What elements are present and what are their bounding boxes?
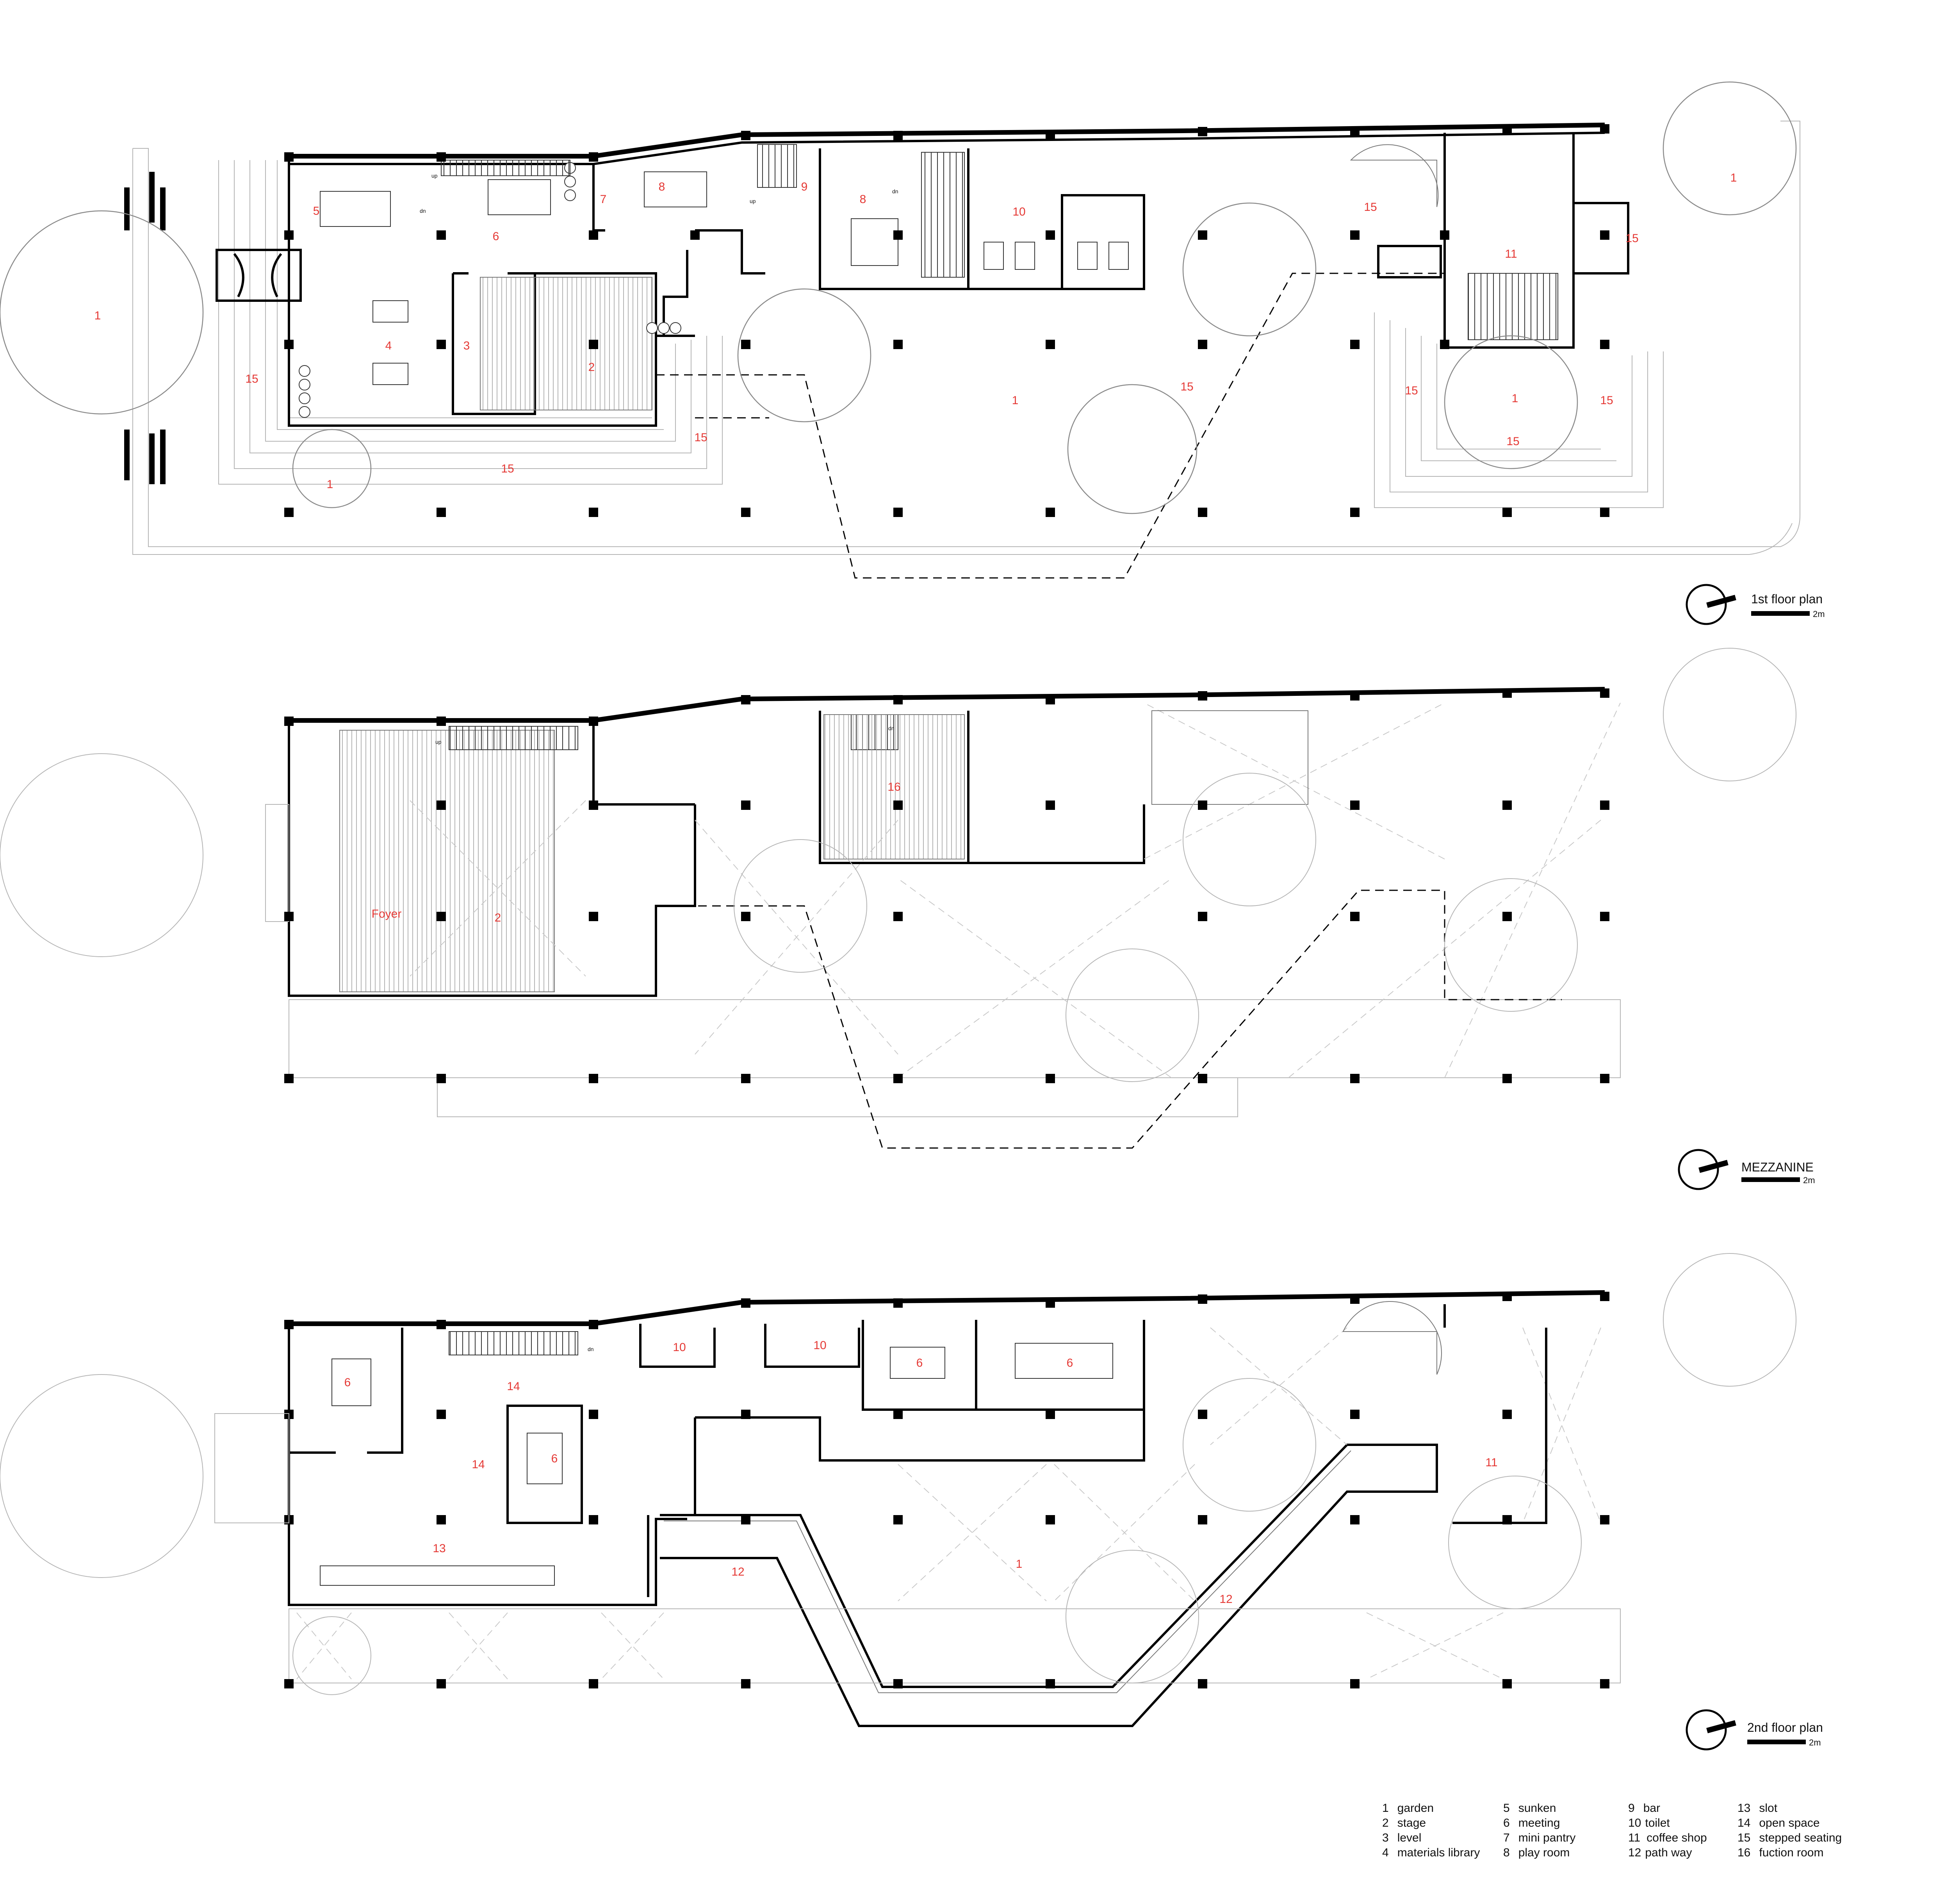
room-label-coffee-shop: 11	[1485, 1456, 1497, 1469]
room-label-path-way: 12	[731, 1565, 744, 1578]
room-label-garden: 1	[1016, 1558, 1023, 1571]
room-label-stage: 2	[495, 911, 501, 924]
room-label-bar: 9	[801, 180, 808, 193]
room-label-path-way: 12	[1219, 1593, 1232, 1606]
room-label-stepped-seating: 15	[501, 462, 514, 475]
room-label-meeting: 6	[551, 1452, 558, 1465]
room-label-garden: 1	[1512, 392, 1518, 405]
stair-down-mark: dn	[420, 208, 426, 214]
room-label-meeting: 6	[493, 230, 499, 243]
columns-row-1	[284, 124, 1609, 517]
room-label-garden: 1	[327, 478, 333, 491]
room-label-play-room: 8	[860, 193, 866, 206]
room-label-sunken: 5	[313, 205, 320, 217]
room-label-mini-pantry: 7	[600, 193, 607, 206]
grid-cells-row	[289, 1327, 1621, 1683]
north-arrow-icon	[1686, 584, 1727, 625]
plan-title: 2nd floor plan	[1747, 1720, 1823, 1735]
room-label-play-room: 8	[659, 180, 665, 193]
room-label-stepped-seating: 15	[694, 431, 707, 444]
north-arrow-icon	[1678, 1149, 1719, 1190]
columns-row-3	[284, 1292, 1609, 1688]
stair-up-mark: up	[431, 173, 438, 179]
room-label-materials-library: 4	[385, 339, 392, 352]
stair-down-mark: dn	[588, 1346, 594, 1352]
room-label-open-space: 14	[507, 1380, 520, 1393]
room-label-function-room: 16	[887, 781, 900, 793]
room-label-level: 3	[463, 339, 470, 352]
plan-title-block: 1st floor plan 2m	[1686, 584, 1825, 625]
room-label-meeting: 6	[344, 1376, 351, 1389]
plan-title-block: MEZZANINE 2m	[1678, 1149, 1815, 1190]
scale-bar-label: 2m	[1809, 1738, 1821, 1747]
room-label-garden: 1	[1730, 171, 1737, 184]
room-label-meeting: 6	[1067, 1357, 1073, 1369]
stair-up-mark: up	[435, 739, 442, 745]
columns-row-2	[284, 688, 1609, 1083]
room-label-toilet: 10	[813, 1339, 826, 1352]
room-label-stepped-seating: 15	[1180, 380, 1193, 393]
room-label-foyer: Foyer	[372, 907, 402, 920]
room-label-stepped-seating: 15	[1506, 435, 1519, 448]
mezzanine-plan: Foyer 2 16 up dn MEZZANINE 2m	[0, 648, 1815, 1190]
room-label-stage: 2	[588, 361, 595, 374]
stair-up-mark: up	[750, 198, 756, 204]
scale-bar-label: 2m	[1813, 609, 1825, 619]
room-label-garden: 1	[94, 309, 101, 322]
room-label-stepped-seating: 15	[1625, 232, 1638, 245]
room-label-stepped-seating: 15	[1600, 394, 1613, 407]
room-label-garden: 1	[1012, 394, 1019, 407]
room-label-open-space: 14	[472, 1458, 485, 1471]
stair-down-mark: dn	[892, 188, 898, 194]
stair-down-mark: dn	[888, 725, 895, 731]
room-label-slot: 13	[433, 1542, 445, 1555]
room-label-meeting: 6	[916, 1357, 923, 1369]
first-floor-plan: 1 1 1 1 1 2 3 4 5 6 7 8 8 9 10 11 15 15 …	[0, 81, 1825, 625]
north-arrow-icon	[1686, 1709, 1727, 1751]
plan-title-block: 2nd floor plan 2m	[1686, 1709, 1823, 1751]
room-label-toilet: 10	[673, 1341, 686, 1354]
plan-title: 1st floor plan	[1751, 592, 1823, 606]
room-label-stepped-seating: 15	[1405, 384, 1418, 397]
room-label-coffee-shop: 11	[1505, 248, 1517, 260]
room-label-toilet: 10	[1012, 205, 1025, 218]
room-label-stepped-seating: 15	[1364, 201, 1377, 214]
plan-title: MEZZANINE	[1741, 1160, 1814, 1174]
second-floor-plan: 6 6 6 6 10 10 14 14 13 12 12 1 11 dn 2nd…	[0, 1253, 1823, 1751]
room-label-stepped-seating: 15	[245, 373, 258, 385]
scale-bar-label: 2m	[1803, 1175, 1815, 1185]
